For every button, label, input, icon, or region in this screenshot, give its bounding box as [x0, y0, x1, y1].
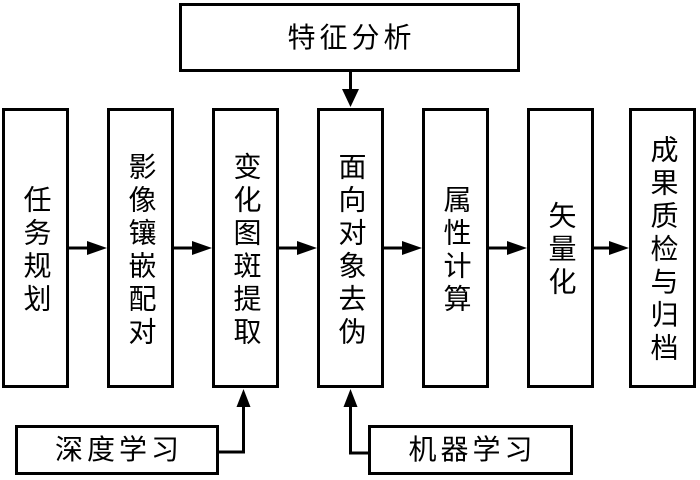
box-step-object-based-false-removal: 面向对象去伪 — [317, 108, 384, 388]
box-feature-analysis: 特征分析 — [179, 3, 520, 72]
box-step-quality-check-archiving-label: 成果质检与归档 — [646, 135, 680, 366]
box-deep-learning: 深度学习 — [15, 425, 219, 475]
arrowhead-machine-learning — [343, 389, 358, 407]
box-step-quality-check-archiving: 成果质检与归档 — [629, 108, 696, 388]
box-step-vectorization: 矢量化 — [527, 108, 594, 388]
arrowhead-step4-step5 — [402, 241, 422, 255]
arrowhead-step2-step3 — [192, 241, 212, 255]
arrowhead-step5-step6 — [507, 241, 527, 255]
arrowhead-step3-step4 — [297, 241, 317, 255]
arrowhead-step1-step2 — [87, 241, 107, 255]
arrowhead-deep-learning — [236, 389, 251, 407]
connector-deep-learning — [219, 405, 245, 454]
box-machine-learning-label: 机器学习 — [408, 433, 537, 466]
box-feature-analysis-label: 特征分析 — [287, 20, 416, 54]
box-step-image-mosaic-pairing-label: 影像镶嵌配对 — [124, 151, 158, 350]
box-step-task-planning-label: 任务规划 — [19, 184, 53, 317]
box-step-attribute-calculation-label: 属性计算 — [439, 184, 473, 317]
arrowhead-feature-analysis — [342, 89, 359, 107]
box-step-object-based-false-removal-label: 面向对象去伪 — [334, 151, 368, 350]
arrowhead-step6-step7 — [609, 241, 629, 255]
box-machine-learning: 机器学习 — [368, 425, 573, 475]
box-step-change-patch-extraction: 变化图斑提取 — [212, 108, 279, 388]
connector-machine-learning — [349, 405, 368, 455]
box-step-vectorization-label: 矢量化 — [544, 201, 578, 300]
box-step-task-planning: 任务规划 — [2, 108, 69, 388]
box-deep-learning-label: 深度学习 — [54, 433, 183, 466]
box-step-attribute-calculation: 属性计算 — [422, 108, 489, 388]
box-step-change-patch-extraction-label: 变化图斑提取 — [229, 151, 263, 350]
box-step-image-mosaic-pairing: 影像镶嵌配对 — [107, 108, 174, 388]
